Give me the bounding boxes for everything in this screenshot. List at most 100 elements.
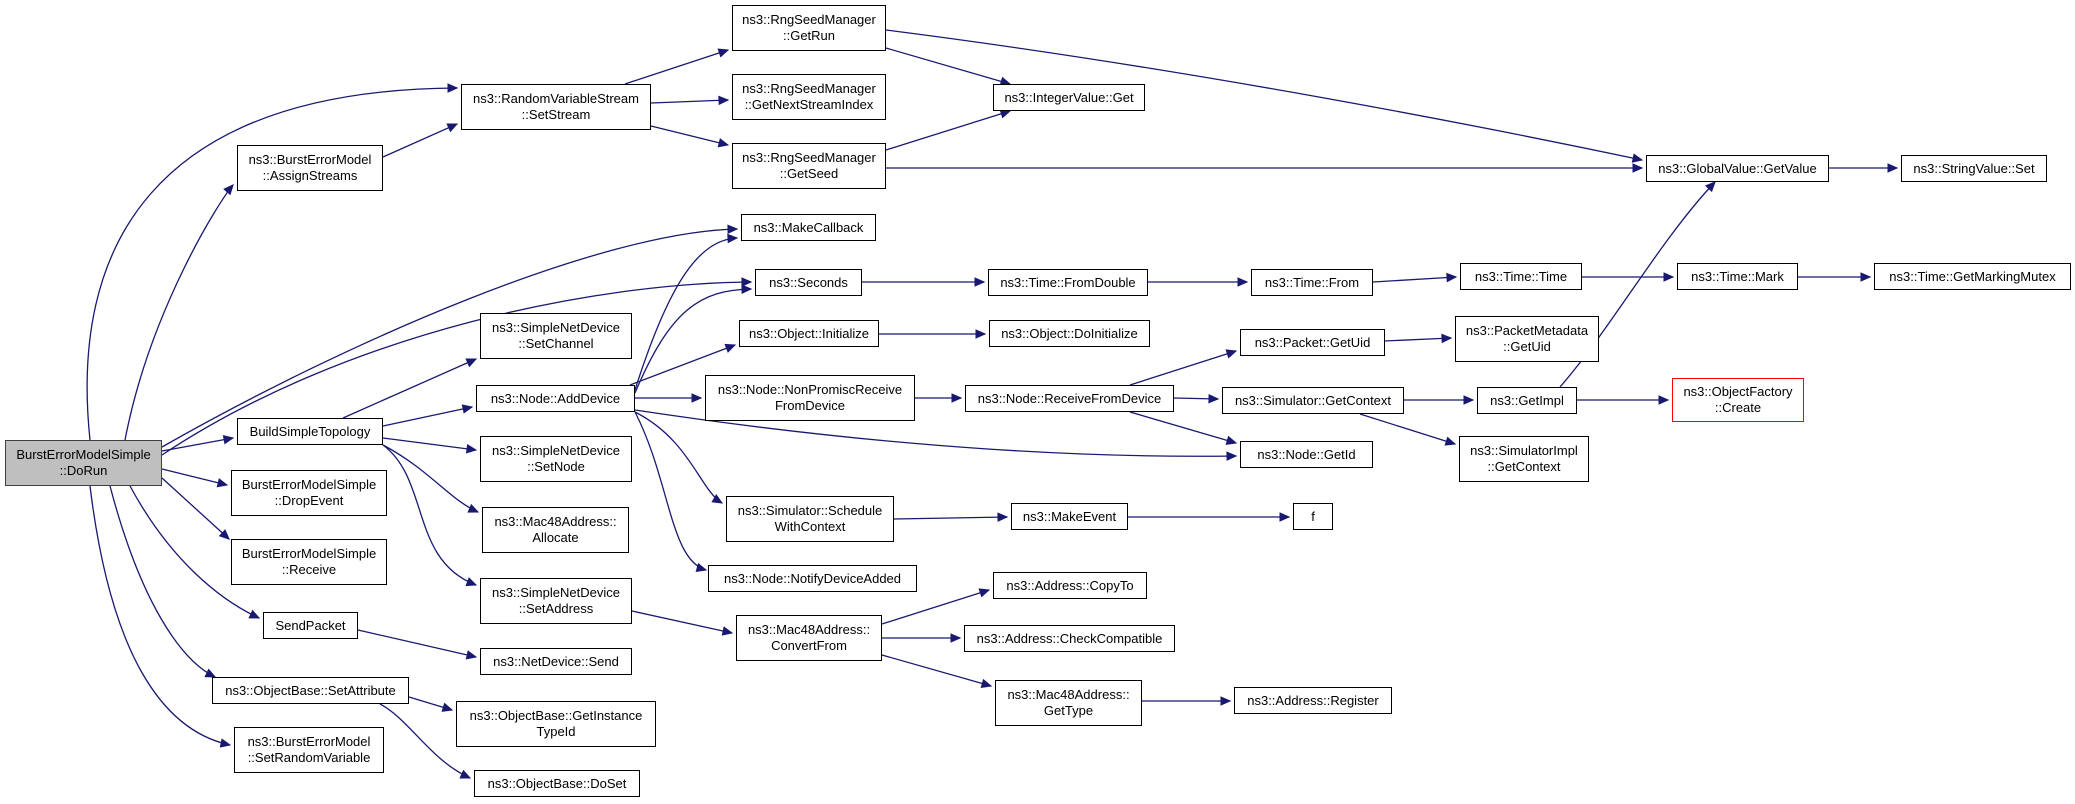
- node-burst-error-model-simple-drop-event[interactable]: BurstErrorModelSimple::DropEvent: [231, 470, 387, 516]
- edge-rvs-to-rng-getnext: [650, 95, 730, 106]
- node-send-packet[interactable]: SendPacket: [263, 612, 358, 639]
- edge-root-to-make-callback: [161, 224, 739, 448]
- node-object-do-initialize[interactable]: ns3::Object::DoInitialize: [989, 320, 1150, 347]
- node-address-register[interactable]: ns3::Address::Register: [1234, 687, 1392, 714]
- edge-root-to-rvs-setstream: [86, 83, 459, 441]
- node-time-from-double[interactable]: ns3::Time::FromDouble: [988, 269, 1148, 296]
- node-rng-seed-manager-get-run[interactable]: ns3::RngSeedManager::GetRun: [732, 5, 886, 51]
- node-seconds[interactable]: ns3::Seconds: [755, 269, 862, 296]
- node-mac48-address-allocate[interactable]: ns3::Mac48Address::Allocate: [482, 507, 629, 553]
- edge-time-time-to-time-mark: [1582, 272, 1675, 282]
- arrowhead: [1632, 163, 1644, 173]
- arrowhead: [999, 109, 1012, 119]
- edge-getimpl-to-objfactory-create: [1577, 395, 1670, 405]
- node-make-callback[interactable]: ns3::MakeCallback: [741, 214, 876, 241]
- node-simple-net-device-set-channel[interactable]: ns3::SimpleNetDevice::SetChannel: [480, 313, 632, 359]
- arrowhead: [467, 503, 480, 513]
- node-burst-error-model-simple-receive[interactable]: BurstErrorModelSimple::Receive: [231, 539, 387, 585]
- arrowhead: [741, 277, 753, 287]
- edge-setattr-to-getinst: [408, 696, 454, 712]
- arrowhead: [741, 284, 753, 294]
- edge-root-to-assign-streams: [124, 184, 234, 441]
- arrowhead: [465, 577, 478, 587]
- arrowhead: [1225, 349, 1238, 359]
- edge-rng-getrun-to-global-getvalue: [885, 29, 1644, 163]
- arrowhead: [1446, 272, 1458, 283]
- arrowhead: [997, 512, 1009, 522]
- edge-rng-getseed-to-integer-get: [885, 109, 1012, 151]
- node-time-time[interactable]: ns3::Time::Time: [1460, 263, 1582, 290]
- node-time-get-marking-mutex[interactable]: ns3::Time::GetMarkingMutex: [1874, 263, 2071, 290]
- arrowhead: [721, 626, 734, 636]
- node-object-base-do-set[interactable]: ns3::ObjectBase::DoSet: [474, 770, 640, 797]
- node-rng-seed-manager-get-seed[interactable]: ns3::RngSeedManager::GetSeed: [732, 143, 886, 189]
- node-mac48-address-get-type[interactable]: ns3::Mac48Address::GetType: [995, 680, 1142, 726]
- edge-receivefrom-to-sim-getcontext: [1173, 394, 1220, 404]
- edge-adddevice-to-notify-added: [634, 411, 708, 573]
- edge-sim-getcontext-to-simimpl-getcontext: [1359, 413, 1457, 446]
- node-burst-error-model-simple-dorun[interactable]: BurstErrorModelSimple::DoRun: [5, 440, 162, 486]
- arrowhead: [695, 562, 708, 573]
- arrowhead: [727, 233, 739, 244]
- arrowhead: [717, 138, 730, 148]
- arrowhead: [718, 95, 730, 106]
- node-random-variable-stream-set-stream[interactable]: ns3::RandomVariableStream::SetStream: [461, 84, 651, 130]
- node-packet-get-uid[interactable]: ns3::Packet::GetUid: [1240, 329, 1385, 356]
- edge-object-initialize-to-doinit: [879, 329, 987, 339]
- edge-build-to-mac-allocate: [382, 444, 480, 513]
- node-integer-value-get[interactable]: ns3::IntegerValue::Get: [993, 84, 1145, 111]
- edge-receivefrom-to-node-getid: [1129, 411, 1238, 445]
- edge-adddevice-to-seconds: [634, 284, 753, 394]
- edge-adddevice-to-node-getid: [634, 409, 1238, 461]
- node-time-mark[interactable]: ns3::Time::Mark: [1677, 263, 1798, 290]
- node-rng-seed-manager-get-next-stream-index[interactable]: ns3::RngSeedManager::GetNextStreamIndex: [732, 74, 886, 120]
- arrowhead: [461, 404, 474, 414]
- arrowhead: [223, 184, 234, 196]
- arrowhead: [465, 358, 478, 368]
- edge-sim-getcontext-to-getimpl: [1404, 395, 1475, 405]
- arrowhead: [950, 633, 962, 643]
- node-simulator-get-context[interactable]: ns3::Simulator::GetContext: [1222, 387, 1404, 414]
- node-string-value-set[interactable]: ns3::StringValue::Set: [1901, 155, 2047, 182]
- node-address-check-compatible[interactable]: ns3::Address::CheckCompatible: [964, 625, 1175, 652]
- arrowhead: [980, 678, 993, 688]
- edge-root-to-bem-setrandom: [89, 485, 232, 748]
- node-f[interactable]: f: [1293, 503, 1333, 530]
- edge-seconds-to-time-fromdouble: [862, 277, 986, 287]
- arrowhead: [216, 478, 229, 488]
- edge-build-to-snd-setchannel: [342, 358, 478, 419]
- node-get-impl[interactable]: ns3::GetImpl: [1477, 387, 1577, 414]
- node-simulator-impl-get-context[interactable]: ns3::SimulatorImpl::GetContext: [1459, 436, 1589, 482]
- edge-rng-getrun-to-integer-get: [885, 47, 1012, 86]
- node-time-from[interactable]: ns3::Time::From: [1251, 269, 1373, 296]
- node-object-initialize[interactable]: ns3::Object::Initialize: [739, 320, 879, 347]
- node-mac48-address-convert-from[interactable]: ns3::Mac48Address::ConvertFrom: [736, 615, 882, 661]
- arrowhead: [447, 83, 459, 93]
- arrowhead: [1220, 696, 1232, 706]
- arrowhead: [727, 224, 739, 234]
- node-burst-error-model-assign-streams[interactable]: ns3::BurstErrorModel::AssignStreams: [237, 145, 383, 191]
- edge-adddevice-to-object-initialize: [629, 343, 737, 386]
- node-node-add-device[interactable]: ns3::Node::AddDevice: [476, 385, 635, 412]
- node-simple-net-device-set-node[interactable]: ns3::SimpleNetDevice::SetNode: [480, 436, 632, 482]
- node-address-copy-to[interactable]: ns3::Address::CopyTo: [993, 572, 1147, 599]
- node-simple-net-device-set-address[interactable]: ns3::SimpleNetDevice::SetAddress: [480, 578, 632, 624]
- node-burst-error-model-set-random-variable[interactable]: ns3::BurstErrorModel::SetRandomVariable: [234, 727, 384, 773]
- node-node-get-id[interactable]: ns3::Node::GetId: [1240, 441, 1373, 468]
- arrowhead: [459, 769, 472, 779]
- node-build-simple-topology[interactable]: BuildSimpleTopology: [237, 418, 383, 445]
- node-object-factory-create[interactable]: ns3::ObjectFactory::Create: [1672, 378, 1804, 422]
- arrowhead: [1860, 272, 1872, 282]
- edge-convertfrom-to-addr-copyto: [881, 588, 991, 625]
- node-make-event[interactable]: ns3::MakeEvent: [1011, 503, 1128, 530]
- arrowhead: [1705, 181, 1716, 193]
- node-net-device-send[interactable]: ns3::NetDevice::Send: [480, 648, 632, 675]
- node-object-base-set-attribute[interactable]: ns3::ObjectBase::SetAttribute: [212, 677, 409, 704]
- node-node-notify-device-added[interactable]: ns3::Node::NotifyDeviceAdded: [708, 565, 917, 592]
- node-global-value-get-value[interactable]: ns3::GlobalValue::GetValue: [1646, 155, 1829, 182]
- node-node-receive-from-device[interactable]: ns3::Node::ReceiveFromDevice: [965, 385, 1174, 412]
- node-packet-metadata-get-uid[interactable]: ns3::PacketMetadata::GetUid: [1455, 316, 1599, 362]
